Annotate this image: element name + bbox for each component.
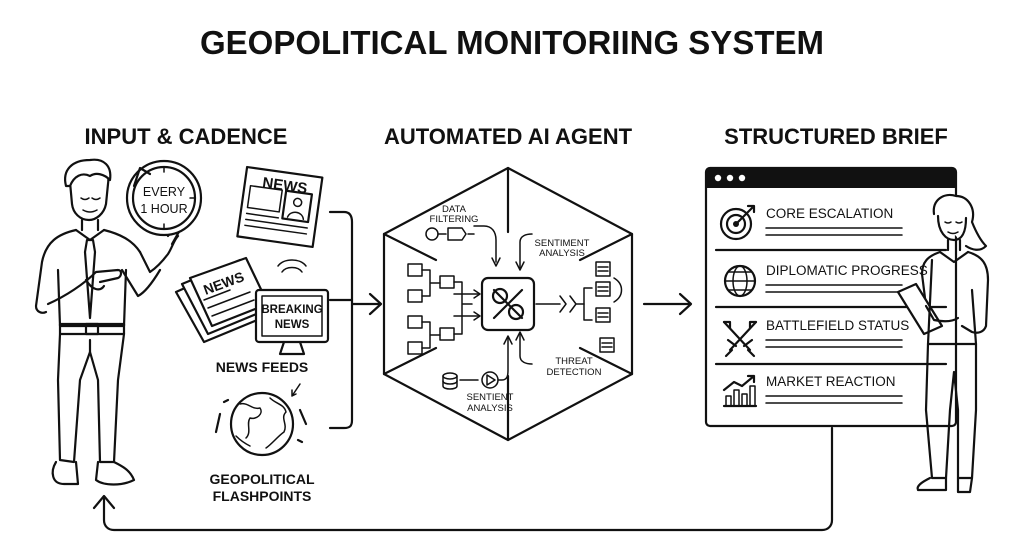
threat-label-line2: DETECTION (547, 367, 602, 378)
input-connector-arrow (328, 210, 383, 430)
news-feeds-label: NEWS FEEDS (216, 359, 309, 375)
clock-icon (125, 159, 203, 237)
tv-text-line2: NEWS (275, 319, 310, 331)
brief-row-battlefield-status: BATTLEFIELD STATUS (766, 318, 909, 333)
row-lines (765, 395, 903, 404)
input-cadence-heading: INPUT & CADENCE (85, 124, 288, 149)
newspaper-icon (174, 256, 270, 344)
data-filtering-label-line2: FILTERING (430, 214, 479, 225)
brief-row-core-escalation: CORE ESCALATION (766, 206, 893, 221)
clock-text-line2: 1 HOUR (140, 202, 187, 216)
feedback-loop-arrow (92, 426, 834, 532)
bar-chart-icon (722, 374, 758, 408)
database-playback-icon (442, 335, 513, 390)
row-lines (765, 339, 903, 348)
data-filtering-icon (425, 225, 501, 267)
input-flow-tree-icon (407, 263, 481, 355)
agent-to-brief-arrow (642, 292, 693, 316)
sentiment-bottom-label-line1: SENTIENT (467, 392, 514, 403)
output-documents-icon (535, 261, 623, 353)
threat-label-line1: THREAT (555, 356, 592, 367)
structured-brief-heading: STRUCTURED BRIEF (724, 124, 948, 149)
target-icon (719, 204, 756, 241)
globe-icon (723, 264, 757, 298)
sentiment-bottom-label-line2: ANALYSIS (467, 403, 513, 414)
news-card-icon (236, 165, 324, 249)
row-lines (765, 227, 903, 236)
brief-window (704, 166, 958, 428)
threat-detection-connector (515, 331, 533, 365)
flashpoints-label-line2: FLASHPOINTS (213, 488, 312, 504)
breaking-news-tv-icon (254, 259, 330, 356)
ai-agent-hexagon (382, 166, 634, 442)
sentiment-top-label-line1: SENTIMENT (535, 238, 590, 249)
woman-figure-icon (896, 193, 990, 494)
row-lines (765, 284, 903, 293)
flashpoints-label-line1: GEOPOLITICAL (210, 471, 315, 487)
news-card-label: NEWS (261, 174, 308, 197)
page-title: GEOPOLITICAL MONITORIING SYSTEM (200, 24, 824, 61)
sentiment-top-label-line2: ANALYSIS (539, 248, 585, 259)
globe-icon (214, 383, 308, 457)
brief-row-market-reaction: MARKET REACTION (766, 374, 896, 389)
crossed-swords-icon (722, 320, 758, 358)
ai-agent-heading: AUTOMATED AI AGENT (384, 124, 633, 149)
sentiment-top-connector (515, 233, 533, 271)
ai-core-icon (480, 276, 536, 332)
data-filtering-label-line1: DATA (442, 204, 467, 215)
brief-row-diplomatic-progress: DIPLOMATIC PROGRESS (766, 263, 928, 278)
tv-text-line1: BREAKING (261, 304, 322, 316)
clock-text-line1: EVERY (143, 185, 186, 199)
